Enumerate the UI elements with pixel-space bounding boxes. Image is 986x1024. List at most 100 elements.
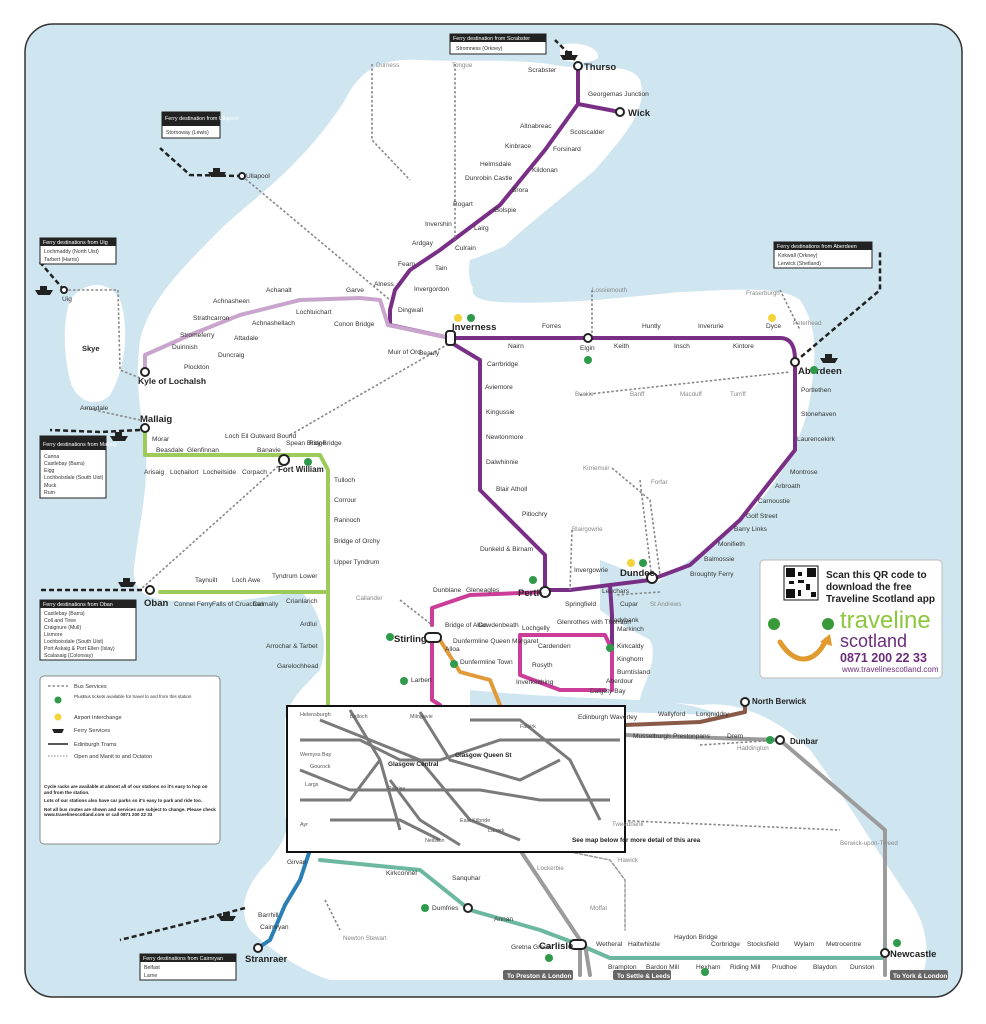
station-arrochar: Arrochar & Tarbet: [266, 643, 318, 650]
station-stranraer: Stranraer: [245, 954, 288, 965]
arrow-preston: To Preston & London: [507, 973, 572, 980]
station-stocksfield: Stocksfield: [747, 941, 779, 948]
rail-lines: [143, 64, 887, 977]
station-locheilside: Locheilside: [203, 469, 236, 476]
station-edinburgh: Edinburgh Waverley: [578, 714, 638, 721]
inverness-aberdeen-line: [453, 336, 797, 362]
ferry-item-belfast: Belfast: [144, 965, 160, 971]
station-fortwilliam: Fort William: [278, 465, 324, 474]
station-forfar: Forfar: [651, 479, 668, 486]
station-newtonmore: Newtonmore: [486, 434, 524, 441]
inset-note: See map below for more detail of this ar…: [572, 837, 701, 844]
station-alness: Alness: [374, 281, 394, 288]
station-lossiemouth: Lossiemouth: [592, 287, 628, 294]
station-dalgety: Dalgety Bay: [590, 688, 626, 695]
ferry-box-cairnryan: Ferry destinations from Cairnryan Belfas…: [139, 953, 237, 981]
ferry-title-aberdeen: Ferry destinations from Aberdeen: [777, 244, 857, 250]
arrow-settle: To Settle & Leeds: [617, 973, 671, 980]
inset-label-milngavie: Milngavie: [410, 714, 433, 720]
station-lochailort: Lochailort: [170, 469, 199, 476]
ferry-item-lerwick: Lerwick (Shetland): [778, 261, 821, 267]
station-prudhoe: Prudhoe: [772, 964, 797, 971]
ferry-icon: [35, 286, 53, 295]
station-morar: Morar: [152, 436, 170, 443]
inset-label-helensburgh: Helensburgh: [300, 712, 331, 718]
ferry-item-oban-1: Coll and Tiree: [44, 618, 76, 624]
station-wetheral: Wetheral: [596, 941, 623, 948]
station-cupar: Cupar: [620, 601, 639, 608]
station-glenfinnan: Glenfinnan: [187, 447, 219, 454]
east-coast-main-line: [623, 733, 887, 977]
station-golfstreet: Golf Street: [746, 513, 778, 520]
ferry-title-mallaig: Ferry destinations from Mallaig: [43, 442, 117, 448]
station-corrour: Corrour: [334, 497, 357, 504]
station-forres: Forres: [542, 323, 562, 330]
station-carnoustie: Carnoustie: [758, 498, 790, 505]
station-invergordon: Invergordon: [414, 286, 450, 293]
ferry-title-scrabster: Ferry destination from Scrabster: [453, 36, 530, 42]
station-cairnryan: Cairnryan: [260, 924, 289, 931]
inset-label-glasgow-central: Glasgow Central: [388, 761, 439, 768]
station-corpach: Corpach: [242, 469, 267, 476]
station-culrain: Culrain: [455, 245, 476, 252]
station-aberdour: Aberdour: [606, 678, 634, 685]
station-attadale: Attadale: [234, 335, 259, 342]
station-kirkconnel: Kirkconnel: [386, 870, 417, 877]
inset-label-wemyss: Wemyss Bay: [300, 752, 332, 758]
legend-note-cycle: Cycle racks are available at almost all …: [44, 784, 208, 795]
station-aberdeen: Aberdeen: [798, 366, 842, 377]
promo-scan-line1: Scan this QR code to: [826, 570, 927, 581]
brand-traveline: traveline: [840, 607, 931, 634]
station-kirriemuir: Kirriemuir: [583, 465, 609, 472]
station-tain: Tain: [435, 265, 447, 272]
station-metrocentre: Metrocentre: [826, 941, 862, 948]
promo-scan-line2: download the free: [826, 582, 912, 593]
station-duirinish: Duirinish: [172, 344, 198, 351]
station-glenrothes: Glenrothes with Thornton: [557, 619, 631, 626]
moray-firth: [469, 217, 723, 300]
station-dumfries: Dumfries: [432, 905, 459, 912]
station-longniddry: Longniddry: [696, 711, 729, 718]
station-lairg: Lairg: [474, 225, 489, 232]
station-bardonmill: Bardon Mill: [646, 964, 680, 971]
plusbus-icon: [766, 736, 774, 744]
station-roy: Roy Bridge: [309, 440, 342, 447]
station-armadale: Armadale: [80, 405, 109, 412]
station-tulloch: Tulloch: [334, 477, 355, 484]
inset-label-largs: Largs: [305, 782, 319, 788]
station-rosyth: Rosyth: [532, 662, 553, 669]
label-skye: Skye: [82, 344, 100, 353]
station-fraserburgh: Fraserburgh: [746, 290, 780, 297]
station-muir: Muir of Ord: [388, 349, 421, 356]
station-dunblane: Dunblane: [433, 587, 462, 594]
station-haddington: Haddington: [737, 745, 769, 752]
ferry-box-scrabster: Ferry destination from Scrabster Stromne…: [449, 33, 547, 55]
plusbus-icon: [545, 954, 553, 962]
inset-label-falkirk: Falkirk: [520, 724, 536, 730]
station-buckie: Buckie: [575, 391, 594, 398]
ferry-item-lochboisdale: Lochboisdale (South Uist): [44, 475, 104, 481]
station-bridgeorchy: Bridge of Orchy: [334, 538, 381, 545]
station-broughty: Broughty Ferry: [690, 571, 734, 578]
station-markinch: Markinch: [617, 626, 644, 633]
ferry-box-uig: Ferry destinations from Uig Lochmaddy (N…: [39, 237, 117, 265]
ferry-item-oban-3: Lismore: [44, 632, 63, 638]
station-ullapool: Ullapool: [246, 173, 270, 180]
traveline-logo: [768, 618, 834, 662]
kyle-line: [143, 296, 452, 372]
station-haydonbridge: Haydon Bridge: [674, 934, 718, 941]
station-standrews: St Andrews: [650, 601, 681, 608]
station-blaydon: Blaydon: [813, 964, 837, 971]
station-balmossie: Balmossie: [704, 556, 735, 563]
ferry-item-canna: Canna: [44, 454, 59, 460]
station-lochluichart: Lochluichart: [296, 309, 332, 316]
station-beauly: Beauly: [419, 350, 440, 357]
station-barrhill: Barrhill: [258, 912, 279, 919]
station-alloa: Alloa: [445, 646, 460, 653]
ferry-item-oban-0: Castlebay (Barra): [44, 611, 85, 617]
station-northberwick: North Berwick: [752, 697, 807, 706]
station-sanquhar: Sanquhar: [452, 875, 481, 882]
station-haltwhistle: Haltwhistle: [628, 941, 660, 948]
ferry-item-oban-6: Scalasaig (Colonsay): [44, 653, 93, 659]
